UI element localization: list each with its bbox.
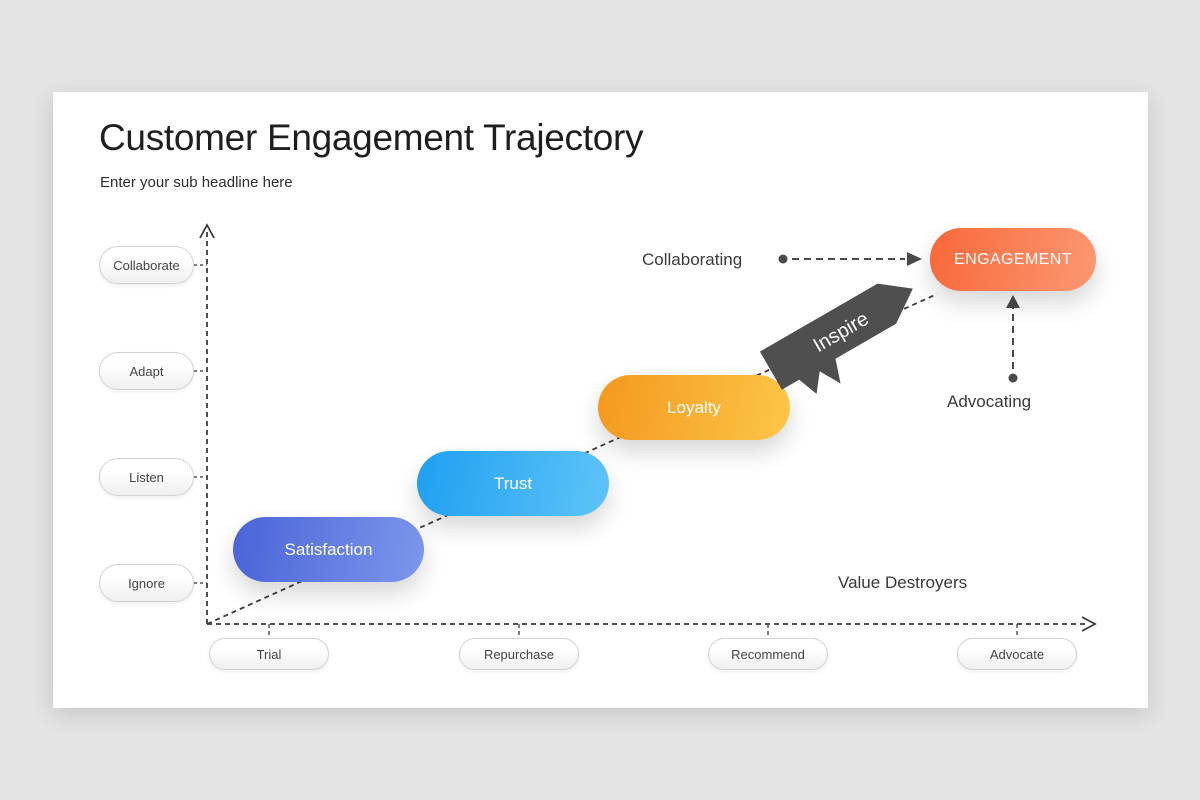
y-label-listen: Listen <box>99 458 194 496</box>
stage-satisfaction: Satisfaction <box>233 517 424 582</box>
stage-trust-text: Trust <box>493 473 533 493</box>
x-label-recommend-text: Recommend <box>731 646 805 662</box>
x-label-advocate-text: Advocate <box>989 646 1045 662</box>
collaborating-label: Collaborating <box>642 250 743 269</box>
x-label-advocate: Advocate <box>957 638 1077 670</box>
advocating-arrow-dot <box>1008 373 1018 383</box>
value-destroyers-label: Value Destroyers <box>838 573 968 592</box>
inspire-ribbon-svg: Inspire <box>759 283 913 394</box>
slide: Customer Engagement Trajectory Enter you… <box>53 92 1148 708</box>
slide-title: Customer Engagement Trajectory <box>99 117 644 158</box>
y-label-adapt: Adapt <box>99 352 194 390</box>
x-label-repurchase: Repurchase <box>459 638 579 670</box>
slide-subtitle: Enter your sub headline here <box>100 174 293 191</box>
collaborating-arrow-dot <box>778 254 788 264</box>
stage-engagement-text: ENGAGEMENT <box>954 250 1072 268</box>
y-label-ignore: Ignore <box>99 564 194 602</box>
y-label-collaborate: Collaborate <box>99 246 194 284</box>
stage-satisfaction-text: Satisfaction <box>284 539 373 559</box>
inspire-ribbon-shape <box>759 283 913 394</box>
x-label-trial-text: Trial <box>256 646 282 662</box>
y-axis-arrow-icon <box>199 223 215 239</box>
y-label-ignore-text: Ignore <box>128 575 165 591</box>
stage-loyalty-text: Loyalty <box>667 397 721 417</box>
stage-loyalty: Loyalty <box>598 375 790 440</box>
advocating-label: Advocating <box>947 392 1032 411</box>
y-label-listen-text: Listen <box>129 469 164 485</box>
x-axis-arrow-icon <box>1081 616 1097 632</box>
y-label-collaborate-text: Collaborate <box>113 257 180 273</box>
stage-trust: Trust <box>417 451 609 516</box>
stage-engagement: ENGAGEMENT <box>930 228 1096 291</box>
x-label-repurchase-text: Repurchase <box>483 646 555 662</box>
collaborating-arrowhead-icon <box>907 252 922 266</box>
y-label-adapt-text: Adapt <box>129 363 164 379</box>
x-label-trial: Trial <box>209 638 329 670</box>
inspire-ribbon: Inspire <box>756 255 954 419</box>
x-label-recommend: Recommend <box>708 638 828 670</box>
advocating-arrowhead-icon <box>1006 295 1020 308</box>
